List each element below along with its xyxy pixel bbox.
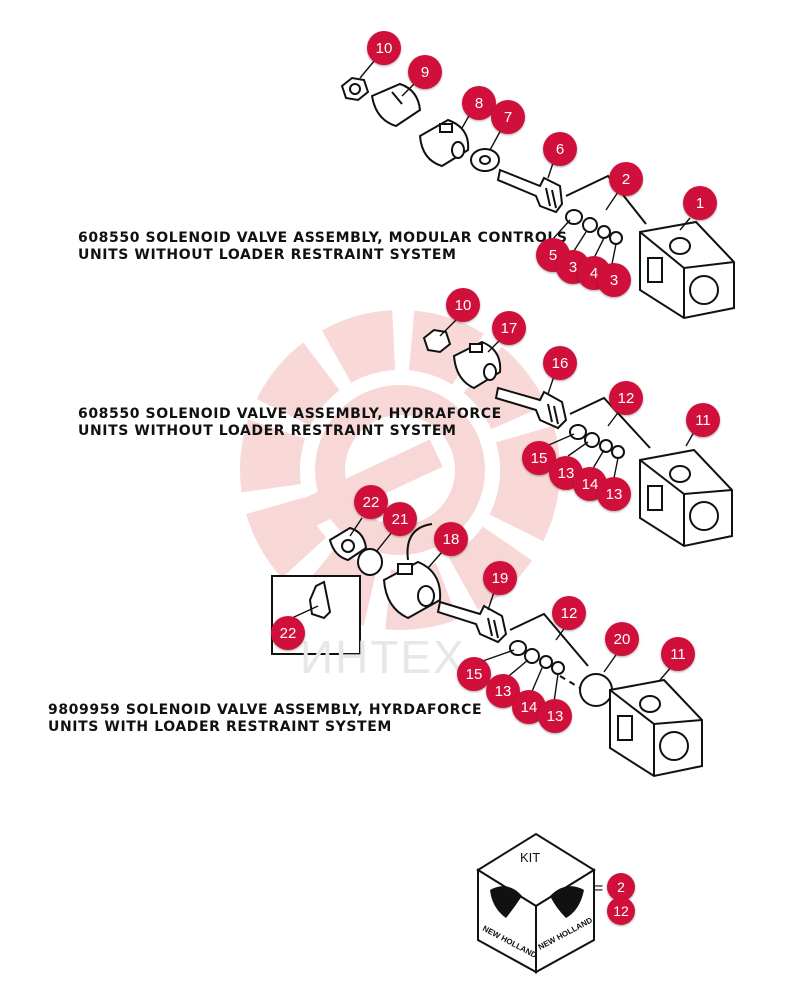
caption-3-line-1: 9809959 SOLENOID VALVE ASSEMBLY, HYRDAFO… — [48, 702, 483, 718]
callout-part-18[interactable]: 18 — [434, 522, 468, 556]
o-rings-assembly-2 — [569, 424, 625, 459]
caption-1-line-2: UNITS WITHOUT LOADER RESTRAINT SYSTEM — [78, 247, 457, 263]
nut-part-10b — [422, 328, 452, 354]
new-holland-leaf-logo-left — [490, 886, 522, 918]
coil-part-17 — [452, 340, 502, 390]
callout-part-21[interactable]: 21 — [383, 502, 417, 536]
callout-part-13b[interactable]: 13 — [597, 477, 631, 511]
callout-part-13c[interactable]: 13 — [486, 674, 520, 708]
callout-part-22[interactable]: 22 — [354, 485, 388, 519]
bracket-line-12 — [569, 396, 651, 449]
o-ring-part-20 — [579, 673, 613, 707]
leader-lines — [291, 59, 695, 703]
callout-part-10b[interactable]: 10 — [446, 288, 480, 322]
new-holland-leaf-logo-right — [550, 886, 584, 918]
callout-part-12b[interactable]: 12 — [552, 596, 586, 630]
valve-stem-part-16 — [494, 386, 568, 430]
kit-callout-part-2[interactable]: 2 — [607, 873, 635, 901]
callout-part-10[interactable]: 10 — [367, 31, 401, 65]
caption-2-line-2: UNITS WITHOUT LOADER RESTRAINT SYSTEM — [78, 423, 457, 439]
callout-part-8[interactable]: 8 — [462, 86, 496, 120]
callout-part-11[interactable]: 11 — [686, 403, 720, 437]
kit-label: KIT — [520, 850, 541, 865]
callout-part-11b[interactable]: 11 — [661, 637, 695, 671]
callout-part-7[interactable]: 7 — [491, 100, 525, 134]
valve-stem-part-6 — [496, 168, 564, 214]
callout-part-9[interactable]: 9 — [408, 55, 442, 89]
callout-part-12[interactable]: 12 — [609, 381, 643, 415]
bracket-line-2 — [565, 174, 647, 225]
washer-part-7 — [470, 148, 500, 172]
kit-equals-sign: = — [594, 880, 604, 897]
kit-cube — [476, 832, 596, 974]
callout-part-13d[interactable]: 13 — [538, 699, 572, 733]
caption-3-line-2: UNITS WITH LOADER RESTRAINT SYSTEM — [48, 719, 392, 735]
assembly-2-parts — [422, 328, 733, 548]
callout-part-1[interactable]: 1 — [683, 186, 717, 220]
cap-part-22 — [328, 526, 368, 562]
caption-1-line-1: 608550 SOLENOID VALVE ASSEMBLY, MODULAR … — [78, 230, 568, 246]
valve-stem-part-19 — [436, 600, 508, 644]
callout-part-16[interactable]: 16 — [543, 346, 577, 380]
kit-callout-part-12[interactable]: 12 — [607, 897, 635, 925]
coil-part-8 — [418, 118, 470, 168]
bracket-line-12b — [509, 612, 589, 667]
callout-part-19[interactable]: 19 — [483, 561, 517, 595]
callout-part-2[interactable]: 2 — [609, 162, 643, 196]
coil-cover-part-9 — [370, 82, 422, 128]
coil-part-18 — [382, 523, 442, 620]
callout-part-22b[interactable]: 22 — [271, 616, 305, 650]
callout-part-20[interactable]: 20 — [605, 622, 639, 656]
o-rings-assembly-1 — [565, 209, 623, 245]
callout-part-17[interactable]: 17 — [492, 311, 526, 345]
nut-part-10 — [340, 76, 370, 102]
valve-body-part-11b — [609, 678, 703, 778]
valve-body-part-11 — [639, 448, 733, 548]
assembly-1-parts — [340, 76, 735, 320]
o-ring-part-21 — [357, 548, 383, 576]
valve-body-part-1 — [639, 220, 735, 320]
callout-part-3b[interactable]: 3 — [597, 263, 631, 297]
callout-part-6[interactable]: 6 — [543, 132, 577, 166]
caption-2-line-1: 608550 SOLENOID VALVE ASSEMBLY, HYDRAFOR… — [78, 406, 502, 422]
callout-part-15b[interactable]: 15 — [457, 657, 491, 691]
watermark-text: ИНТЕХ — [300, 631, 466, 683]
assembly-3-parts — [271, 523, 703, 778]
